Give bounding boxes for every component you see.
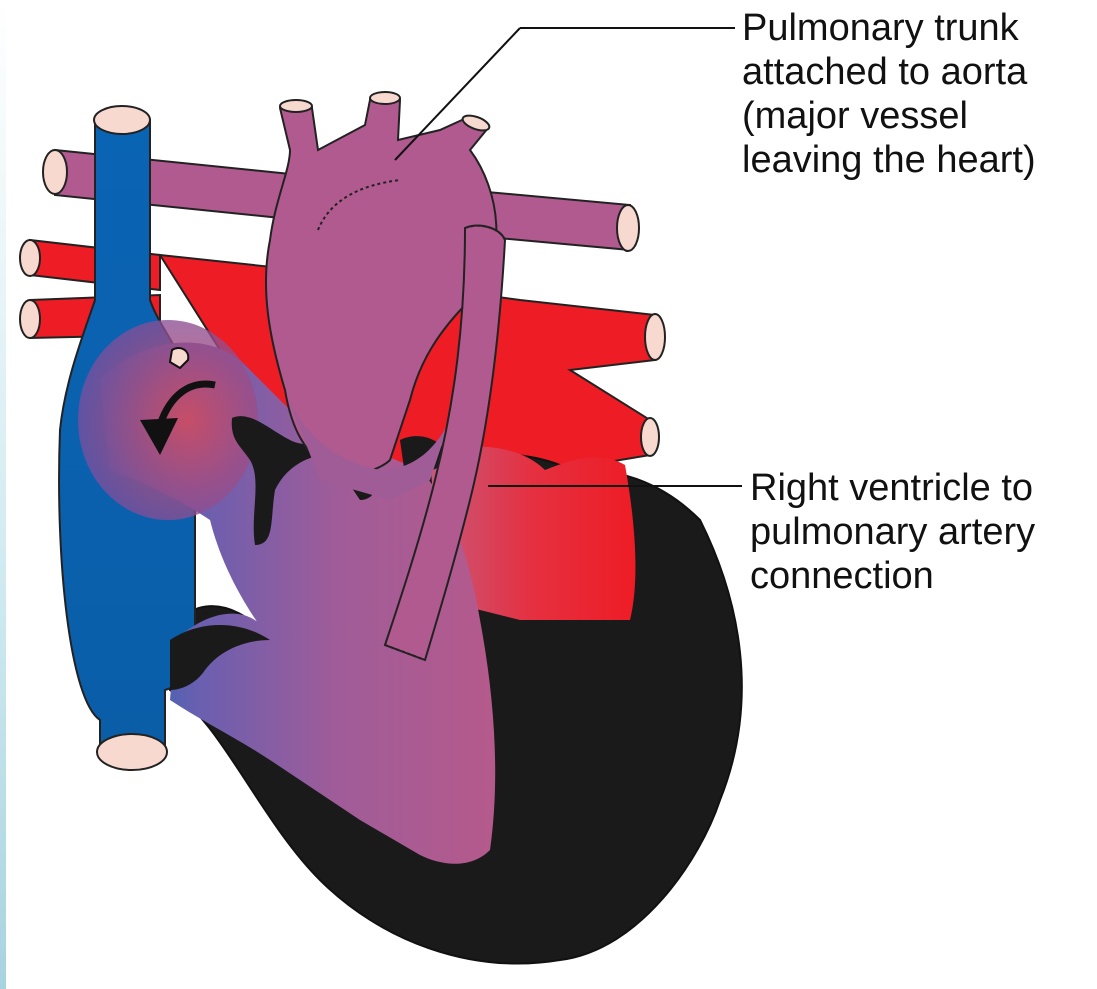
label-rv-to-pa: Right ventricle to pulmonary artery conn…	[750, 466, 1095, 598]
label-line: Pulmonary trunk	[742, 6, 1092, 50]
label-line: (major vessel	[742, 94, 1092, 138]
label-line: leaving the heart)	[742, 138, 1092, 182]
label-line: Right ventricle to	[750, 466, 1095, 510]
label-line: attached to aorta	[742, 50, 1092, 94]
label-line: pulmonary artery	[750, 510, 1095, 554]
label-pulmonary-trunk: Pulmonary trunk attached to aorta (major…	[742, 6, 1092, 182]
label-line: connection	[750, 554, 1095, 598]
